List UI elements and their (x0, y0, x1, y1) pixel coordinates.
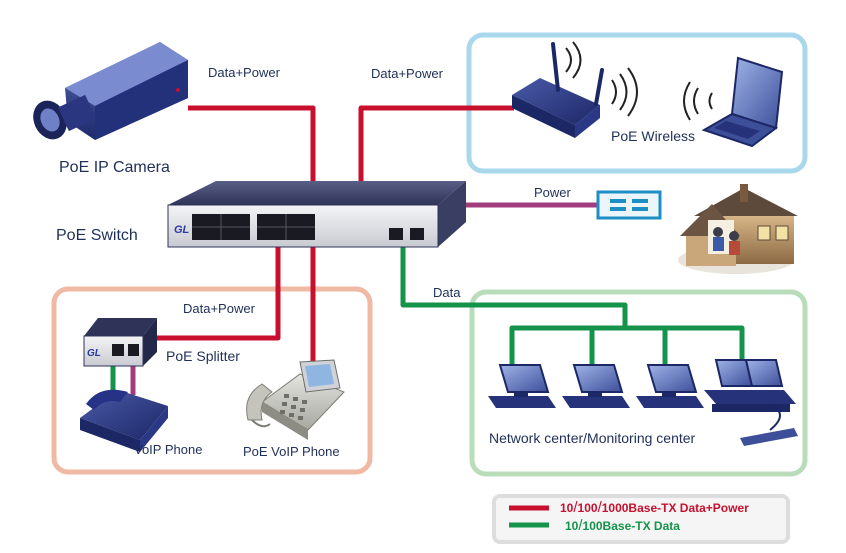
power-link-label: Power (534, 185, 572, 200)
camera-link-label: Data+Power (208, 65, 281, 80)
splitter-link-label: Data+Power (183, 301, 256, 316)
wireless-label: PoE Wireless (611, 128, 695, 144)
data-link-label: Data (433, 285, 461, 300)
network-center-group-box (469, 289, 808, 477)
legend-box (492, 494, 790, 544)
legend-label-part: 10 (560, 501, 574, 515)
power-adapter-icon (596, 190, 662, 220)
network-center-label: Network center/Monitoring center (489, 430, 696, 446)
legend: 10/100/1000Base-TX Data+Power 10/100Base… (492, 494, 790, 544)
switch-label: PoE Switch (56, 227, 138, 244)
legend-label-part: 100Base-TX Data (583, 519, 681, 533)
legend-label-part: / (578, 517, 583, 534)
poe-splitter-icon: GL (83, 318, 157, 367)
legend-label-data-power: 10/100/1000Base-TX Data+Power (560, 499, 749, 516)
splitter-link-line (147, 240, 281, 341)
laptop-icon (701, 56, 784, 148)
legend-label-part: / (598, 499, 603, 516)
legend-label-part: 10 (565, 519, 579, 533)
data-link-line (400, 240, 628, 328)
switch-brand-logo: GL (174, 224, 190, 236)
network-bus-line (509, 325, 745, 365)
voip-phone-icon (80, 389, 168, 452)
legend-label-part: / (573, 499, 578, 516)
computer-icon (562, 364, 630, 408)
monitoring-console-icon (704, 359, 798, 446)
poe-voip-phone-icon (246, 359, 345, 440)
splitter-label: PoE Splitter (166, 348, 240, 364)
splitter-group-box (51, 286, 373, 475)
poe-voip-phone-label: PoE VoIP Phone (243, 444, 340, 459)
legend-label-data: 10/100Base-TX Data (565, 517, 680, 534)
house-icon (678, 184, 798, 274)
legend-label-part: 100 (578, 501, 598, 515)
wireless-link-label: Data+Power (371, 66, 444, 81)
voip-phone-label: VoIP Phone (134, 442, 202, 457)
wireless-link-line (358, 105, 514, 185)
camera-label: PoE IP Camera (59, 159, 170, 176)
poe-switch-icon: GL (167, 181, 466, 248)
splitter-brand-logo: GL (87, 348, 101, 359)
wireless-group-box (466, 32, 808, 174)
computer-icon (636, 364, 704, 408)
wireless-router-icon (512, 41, 638, 138)
ip-camera-icon (33, 42, 188, 140)
computer-icon (488, 364, 556, 408)
legend-label-part: 1000Base-TX Data+Power (602, 501, 749, 515)
camera-link-line (188, 105, 316, 185)
wifi-waves-icon (683, 81, 713, 121)
